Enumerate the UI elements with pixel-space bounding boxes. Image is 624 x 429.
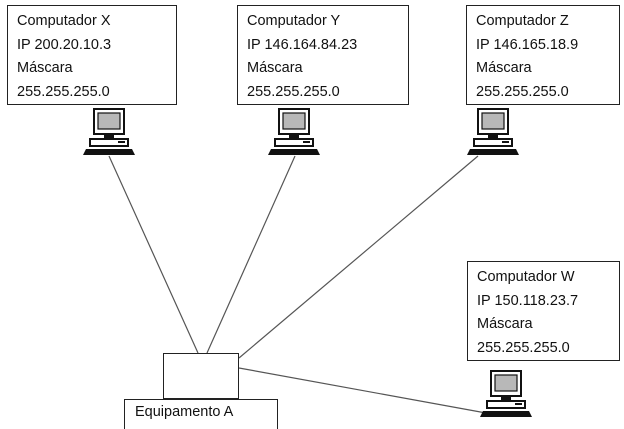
link-y [206, 155, 296, 354]
mask-value: 255.255.255.0 [476, 83, 569, 100]
computer-ip: IP 146.164.84.23 [247, 36, 358, 53]
desktop-computer-icon [467, 108, 519, 155]
computer-name: Computador X [17, 13, 111, 29]
desktop-computer-icon [268, 108, 320, 155]
link-w [238, 367, 487, 414]
computer-z-info: Computador Z IP 146.165.18.9 Máscara 255… [466, 5, 620, 105]
mask-label: Máscara [476, 60, 532, 76]
computer-name: Computador Z [476, 13, 569, 29]
network-device-icon [163, 353, 239, 399]
mask-value: 255.255.255.0 [477, 339, 570, 356]
equipment-name: Equipamento A [135, 404, 234, 420]
equipment-label: Equipamento A [124, 399, 278, 429]
computer-ip: IP 150.118.23.7 [477, 292, 579, 309]
mask-label: Máscara [477, 316, 533, 332]
mask-value: 255.255.255.0 [17, 83, 110, 100]
computer-w-info: Computador W IP 150.118.23.7 Máscara 255… [467, 261, 620, 361]
mask-label: Máscara [247, 60, 303, 76]
computer-name: Computador Y [247, 13, 341, 29]
mask-value: 255.255.255.0 [247, 83, 340, 100]
link-z [238, 155, 479, 359]
link-x [108, 155, 199, 354]
computer-x-info: Computador X IP 200.20.10.3 Máscara 255.… [7, 5, 177, 105]
desktop-computer-icon [83, 108, 135, 155]
desktop-computer-icon [480, 370, 532, 417]
computer-ip: IP 146.165.18.9 [476, 36, 579, 53]
computer-y-info: Computador Y IP 146.164.84.23 Máscara 25… [237, 5, 409, 105]
computer-name: Computador W [477, 269, 575, 285]
mask-label: Máscara [17, 60, 73, 76]
computer-ip: IP 200.20.10.3 [17, 36, 112, 53]
